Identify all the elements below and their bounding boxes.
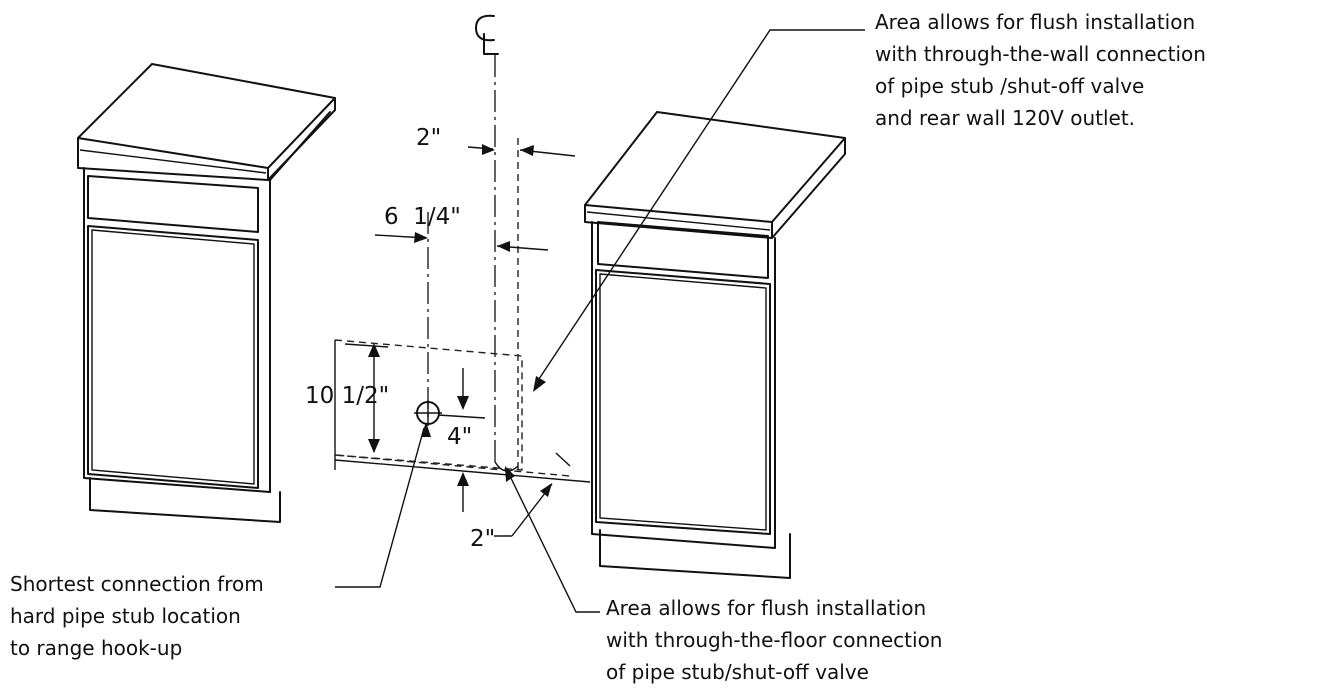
note-line: Area allows for flush installation xyxy=(875,10,1196,34)
dimensions: 2" 6 1/4" 10 1/2" 4" 2" xyxy=(305,125,576,552)
note-wall-connection: Area allows for flush installation with … xyxy=(875,6,1206,134)
note-line: with through-the-wall connection xyxy=(875,42,1206,66)
note-line: Shortest connection from xyxy=(10,572,264,596)
note-line: to range hook-up xyxy=(10,636,183,660)
connection-area xyxy=(334,55,591,483)
leaders xyxy=(335,29,865,613)
note-line: of pipe stub/shut-off valve xyxy=(606,660,869,684)
right-cabinet xyxy=(584,111,846,579)
note-line: and rear wall 120V outlet. xyxy=(875,106,1136,130)
dim-2-top: 2" xyxy=(416,125,441,151)
dim-10-1-2: 10 1/2" xyxy=(305,383,389,409)
dim-4: 4" xyxy=(447,424,472,450)
left-cabinet xyxy=(77,63,336,523)
note-line: of pipe stub /shut-off valve xyxy=(875,74,1145,98)
dim-2-bottom: 2" xyxy=(470,526,495,552)
centerline-symbol xyxy=(475,14,499,55)
note-floor-connection: Area allows for flush installation with … xyxy=(606,592,942,688)
note-shortest-connection: Shortest connection from hard pipe stub … xyxy=(10,568,264,664)
dim-6-1-4: 6 1/4" xyxy=(384,204,461,230)
note-line: with through-the-floor connection xyxy=(606,628,943,652)
note-line: hard pipe stub location xyxy=(10,604,241,628)
note-line: Area allows for flush installation xyxy=(606,596,927,620)
